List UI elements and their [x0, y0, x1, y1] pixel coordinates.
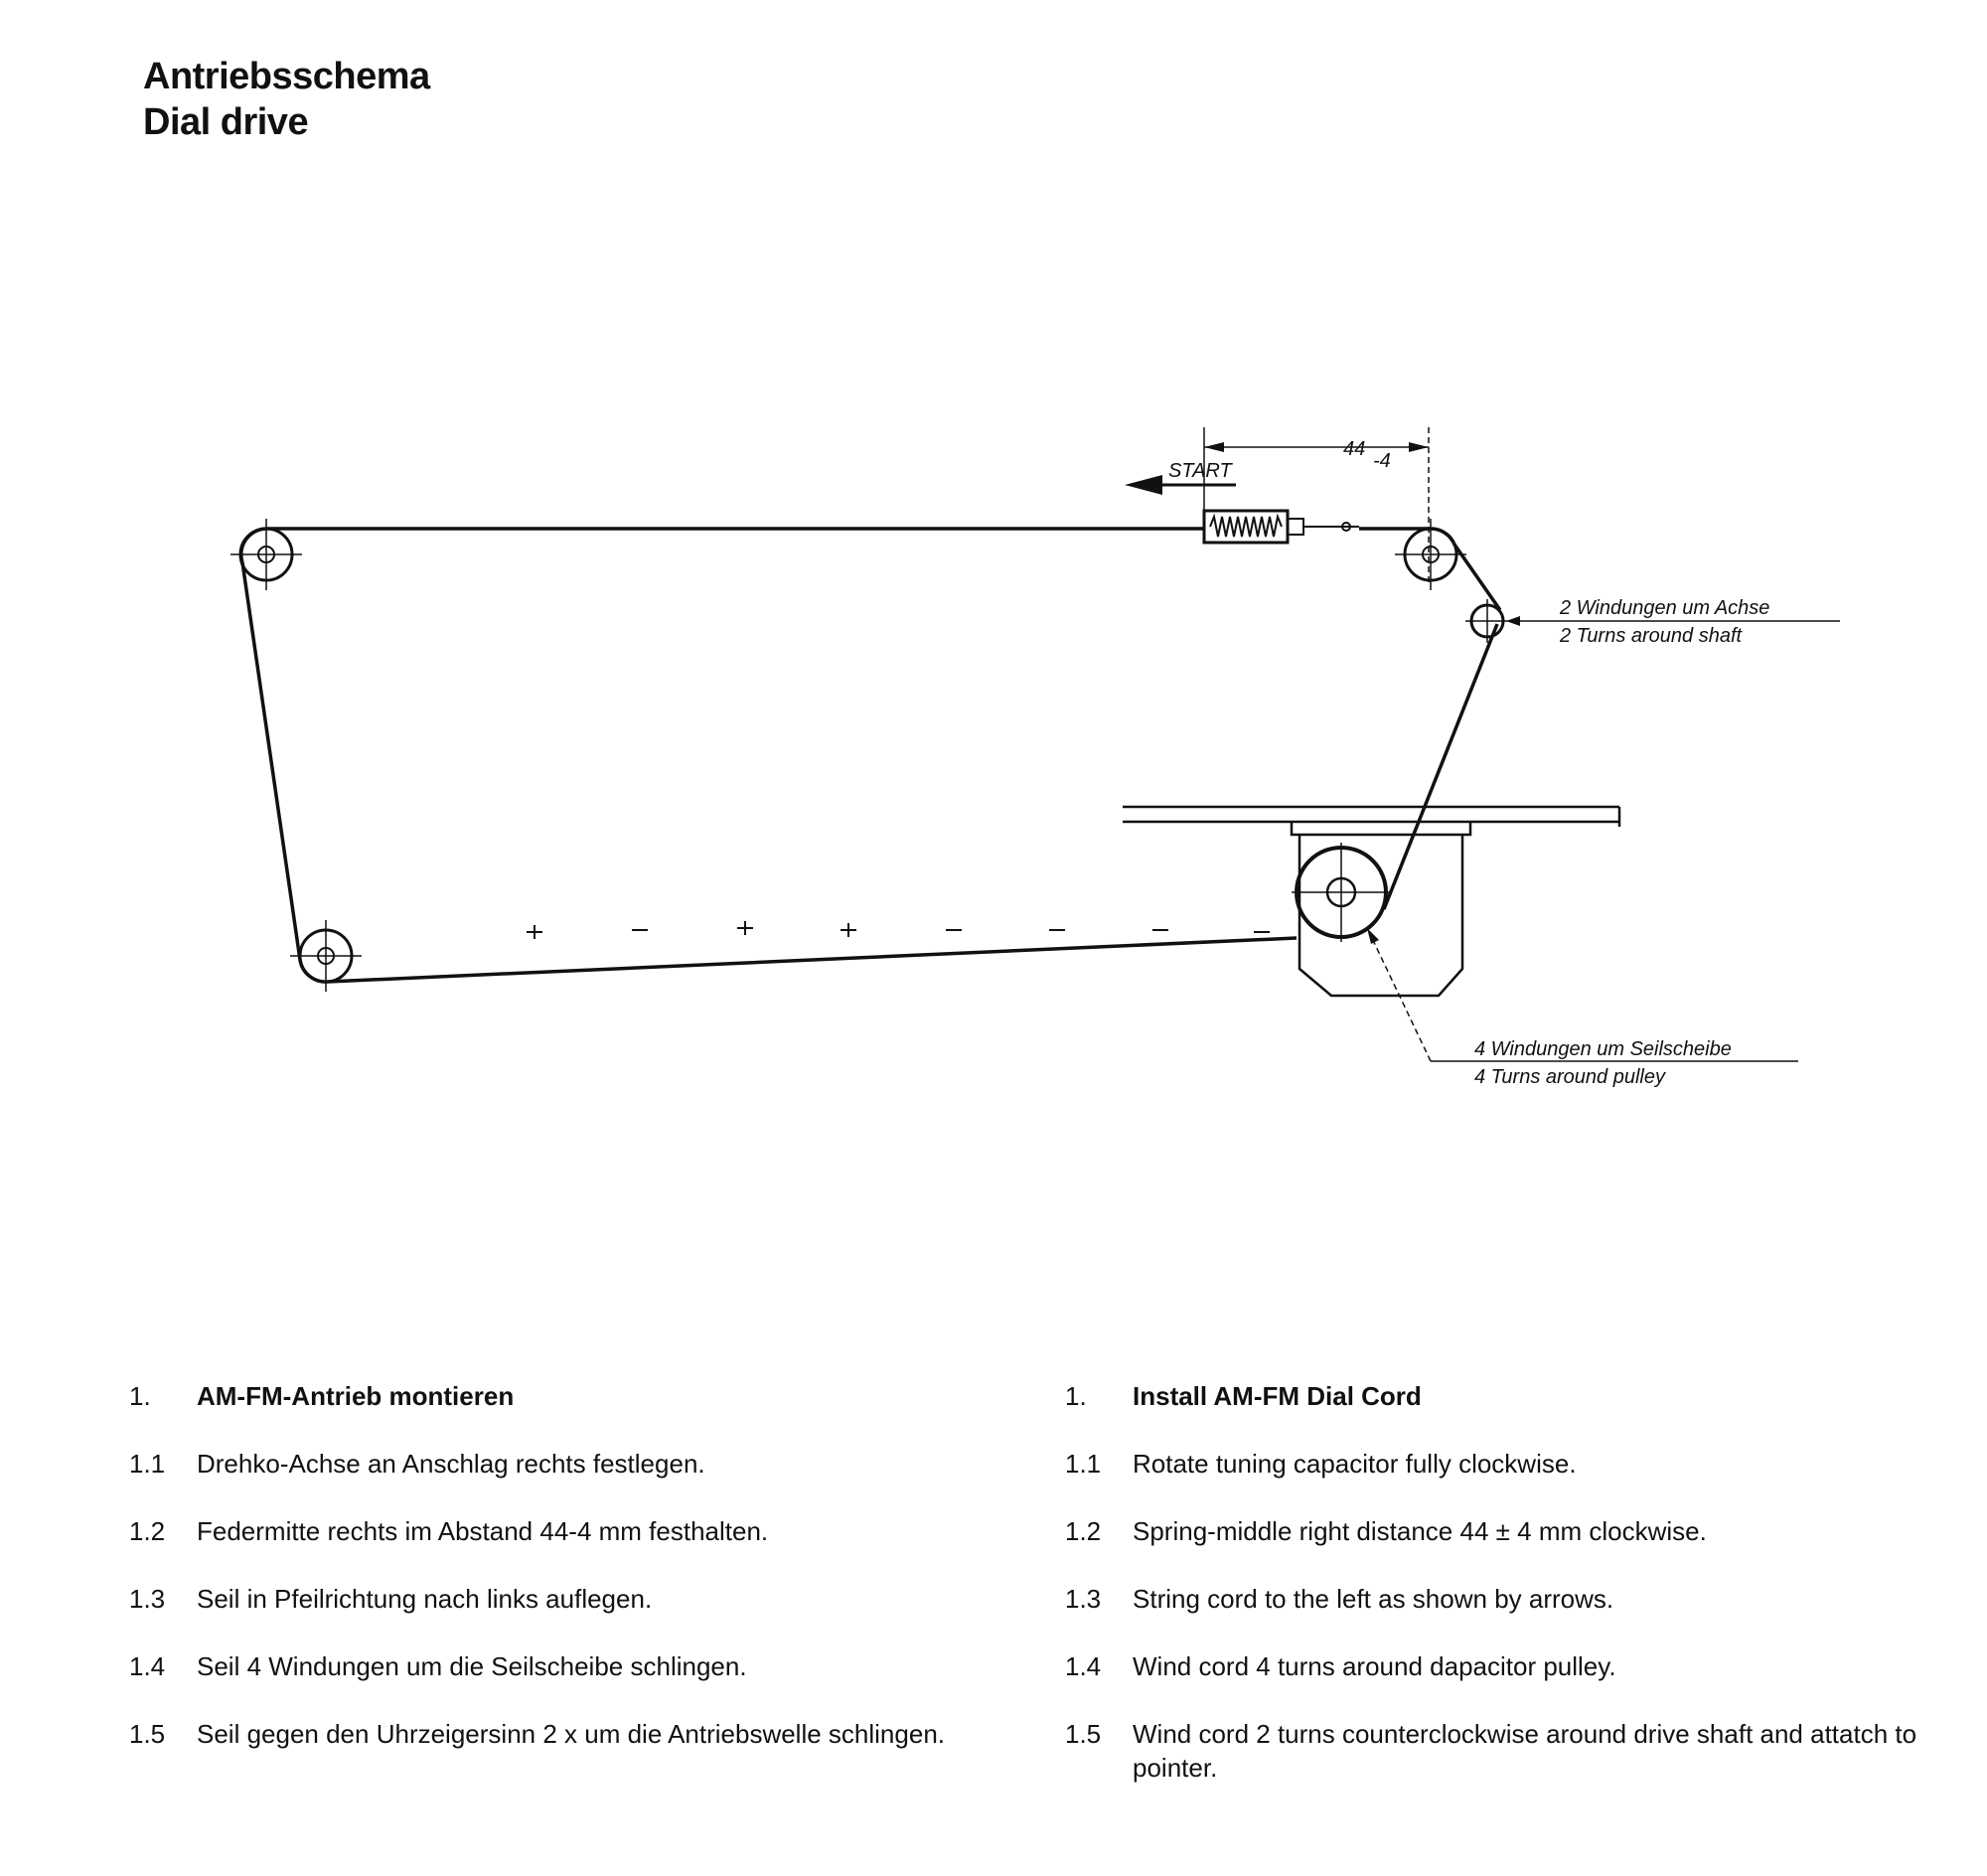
- drive-shaft: [1465, 599, 1510, 643]
- title-english: Dial drive: [143, 101, 309, 143]
- title-german: Antriebsschema: [143, 56, 430, 97]
- list-item: 1.1 Drehko-Achse an Anschlag rechts fest…: [129, 1447, 984, 1481]
- step-number: 1.: [129, 1381, 151, 1411]
- step-number: 1.3: [1065, 1584, 1102, 1614]
- step-text: Seil in Pfeilrichtung nach links auflege…: [197, 1584, 653, 1614]
- shaft-note-en: 2 Turns around shaft: [1559, 625, 1744, 647]
- step-text: Wind cord 2 turns counterclockwise aroun…: [1133, 1719, 1917, 1783]
- leader-line-shaft: [1506, 616, 1840, 626]
- step-number: 1.5: [129, 1719, 166, 1749]
- leader-line-pulley: [1367, 928, 1798, 1062]
- instructions-english: 1. Install AM-FM Dial Cord 1.1 Rotate tu…: [1065, 1379, 1959, 1818]
- list-item: 1.4 Seil 4 Windungen um die Seilscheibe …: [129, 1649, 984, 1683]
- dimension-line: [1203, 427, 1430, 586]
- list-item: 1. AM-FM-Antrieb montieren: [129, 1379, 984, 1413]
- dimension-tolerance: -4: [1373, 450, 1391, 472]
- shaft-note-de: 2 Windungen um Achse: [1559, 597, 1769, 619]
- list-item: 1.2 Federmitte rechts im Abstand 44-4 mm…: [129, 1514, 984, 1548]
- scale-marks: [527, 921, 1270, 939]
- step-number: 1.1: [129, 1449, 166, 1479]
- list-item: 1.5 Wind cord 2 turns counterclockwise a…: [1065, 1717, 1959, 1785]
- dial-cord: [238, 527, 1502, 984]
- start-arrow: [1125, 475, 1236, 495]
- step-number: 1.1: [1065, 1449, 1102, 1479]
- step-text: Spring-middle right distance 44 ± 4 mm c…: [1133, 1516, 1707, 1546]
- step-text: Rotate tuning capacitor fully clockwise.: [1133, 1449, 1577, 1479]
- step-text: Federmitte rechts im Abstand 44-4 mm fes…: [197, 1516, 769, 1546]
- dimension-value: 44: [1343, 438, 1365, 460]
- list-item: 1.3 Seil in Pfeilrichtung nach links auf…: [129, 1582, 984, 1616]
- list-item: 1.4 Wind cord 4 turns around dapacitor p…: [1065, 1649, 1959, 1683]
- step-number: 1.: [1065, 1381, 1087, 1411]
- pulley-note-de: 4 Windungen um Seilscheibe: [1474, 1038, 1732, 1060]
- step-heading: Install AM-FM Dial Cord: [1133, 1381, 1422, 1411]
- list-item: 1.5 Seil gegen den Uhrzeigersinn 2 x um …: [129, 1717, 984, 1751]
- step-text: String cord to the left as shown by arro…: [1133, 1584, 1614, 1614]
- list-item: 1.2 Spring-middle right distance 44 ± 4 …: [1065, 1514, 1959, 1548]
- step-number: 1.3: [129, 1584, 166, 1614]
- step-text: Wind cord 4 turns around dapacitor pulle…: [1133, 1651, 1616, 1681]
- start-label: START: [1168, 460, 1233, 482]
- list-item: 1.1 Rotate tuning capacitor fully clockw…: [1065, 1447, 1959, 1481]
- step-text: Seil gegen den Uhrzeigersinn 2 x um die …: [197, 1719, 945, 1749]
- capacitor-pulley: [1292, 843, 1391, 942]
- step-heading: AM-FM-Antrieb montieren: [197, 1381, 515, 1411]
- instructions-german: 1. AM-FM-Antrieb montieren 1.1 Drehko-Ac…: [129, 1379, 984, 1785]
- step-text: Seil 4 Windungen um die Seilscheibe schl…: [197, 1651, 747, 1681]
- chassis-bracket: [1123, 805, 1621, 998]
- tension-spring: [1202, 509, 1359, 545]
- step-number: 1.2: [1065, 1516, 1102, 1546]
- step-number: 1.4: [1065, 1651, 1102, 1681]
- list-item: 1. Install AM-FM Dial Cord: [1065, 1379, 1959, 1413]
- step-number: 1.5: [1065, 1719, 1102, 1749]
- pulley-note-en: 4 Turns around pulley: [1474, 1066, 1666, 1088]
- list-item: 1.3 String cord to the left as shown by …: [1065, 1582, 1959, 1616]
- step-text: Drehko-Achse an Anschlag rechts festlege…: [197, 1449, 705, 1479]
- step-number: 1.2: [129, 1516, 166, 1546]
- step-number: 1.4: [129, 1651, 166, 1681]
